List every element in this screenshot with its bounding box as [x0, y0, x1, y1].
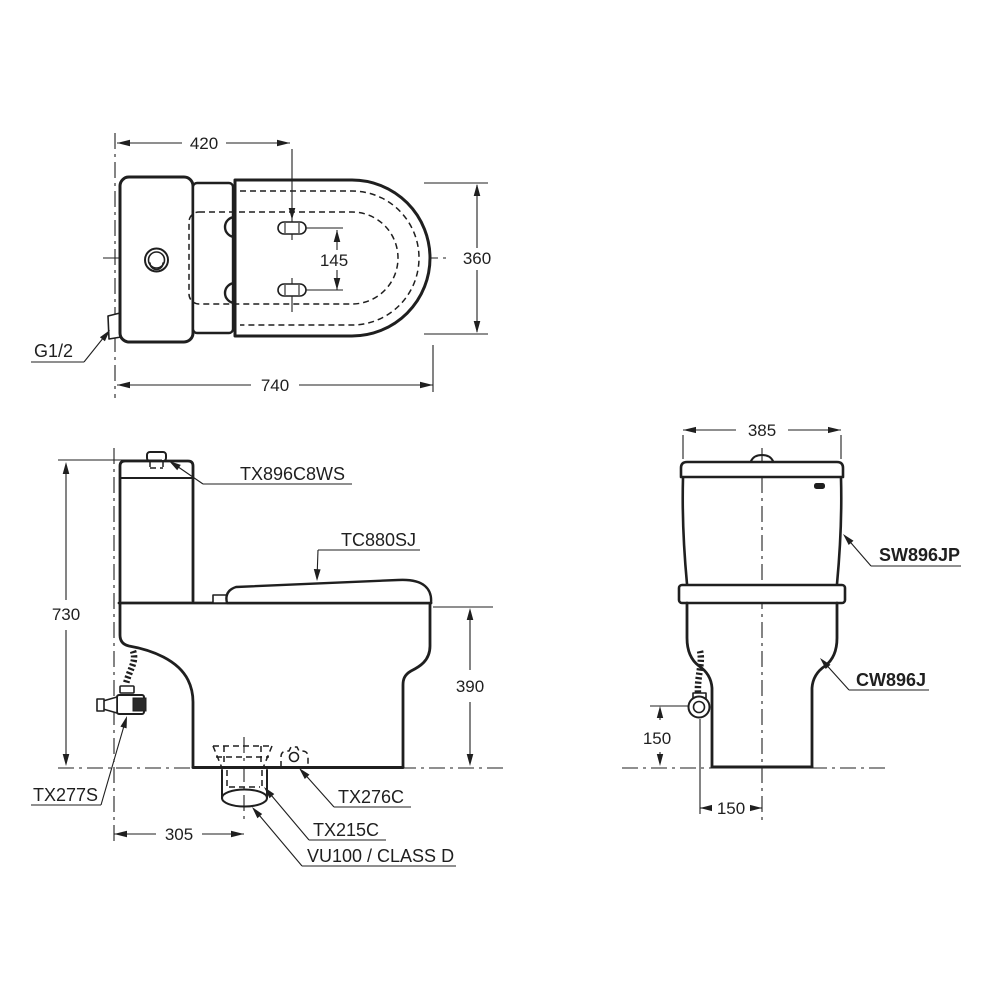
cistern-lid-front — [679, 460, 845, 479]
inlet-label-text: G1/2 — [34, 341, 73, 361]
dim-740-value: 740 — [261, 376, 289, 395]
dim-305: 305 — [114, 825, 244, 844]
dim-150-vertical: 150 — [643, 705, 689, 766]
dim-730: 730 — [52, 459, 162, 766]
label-bowl-model: CW896J — [820, 658, 929, 691]
brand-logo — [814, 483, 825, 489]
seat-cover-side — [225, 578, 433, 605]
flush-button-side — [146, 451, 167, 462]
supply-hose-front — [694, 650, 705, 695]
top-view: 420 145 360 740 — [31, 133, 491, 398]
dim-360: 360 — [424, 182, 491, 335]
flush-button-hidden — [149, 461, 164, 469]
dim-150-horizontal: 150 — [699, 719, 762, 818]
label-outlet-socket: TX215C — [264, 787, 386, 841]
dim-390: 390 — [433, 606, 493, 766]
outlet-socket-text: TX215C — [313, 820, 379, 840]
dim-420: 420 — [117, 134, 296, 220]
dim-385-value: 385 — [748, 421, 776, 440]
lid-button-dome — [750, 454, 774, 462]
bowl-rim-hidden-line — [188, 211, 399, 305]
dim-740: 740 — [117, 345, 434, 395]
outlet-flange-hidden — [212, 745, 273, 769]
tank-bowl-connector-plan — [191, 181, 235, 335]
stop-valve — [96, 685, 147, 715]
dim-360-value: 360 — [463, 249, 491, 268]
label-inlet: G1/2 — [31, 330, 110, 363]
seat-hinges — [223, 215, 307, 312]
tank-model-text: SW896JP — [879, 545, 960, 565]
dim-145: 145 — [306, 227, 348, 291]
seat-lid-outline — [233, 178, 432, 338]
dim-385: 385 — [682, 421, 842, 459]
dim-390-value: 390 — [456, 677, 484, 696]
cistern-side — [118, 459, 195, 603]
dim-150h-value: 150 — [717, 799, 745, 818]
cistern-left-edge — [681, 476, 689, 586]
bowl-model-text: CW896J — [856, 670, 926, 690]
front-view: 385 150 150 SW896JP CW896J — [622, 421, 961, 820]
tank-fitting-text: TX896C8WS — [240, 464, 345, 484]
dim-150v-value: 150 — [643, 729, 671, 748]
side-view: 730 390 305 TX896C8WS TC880SJ — [31, 448, 505, 867]
dim-730-value: 730 — [52, 605, 80, 624]
fixing-cap-hidden — [280, 746, 309, 767]
stop-valve-text: TX277S — [33, 785, 98, 805]
fixing-cap-text: TX276C — [338, 787, 404, 807]
seat-label-text: TC880SJ — [341, 530, 416, 550]
label-seat: TC880SJ — [313, 530, 420, 581]
cistern-skirt — [677, 583, 847, 605]
label-tank-model: SW896JP — [843, 534, 961, 567]
dim-145-value: 145 — [320, 251, 348, 270]
dim-420-value: 420 — [190, 134, 218, 153]
cistern-right-edge — [835, 476, 843, 586]
label-pipe: VU100 / CLASS D — [252, 807, 456, 867]
flush-button-plan — [144, 247, 169, 273]
label-stop-valve: TX277S — [31, 716, 127, 806]
bowl-side — [117, 601, 433, 769]
supply-connector — [687, 692, 711, 719]
dim-305-value: 305 — [165, 825, 193, 844]
label-fixing-cap: TX276C — [299, 768, 411, 808]
pipe-label-text: VU100 / CLASS D — [307, 846, 454, 866]
supply-hose-side — [122, 649, 138, 685]
label-tank-fitting: TX896C8WS — [169, 461, 352, 485]
